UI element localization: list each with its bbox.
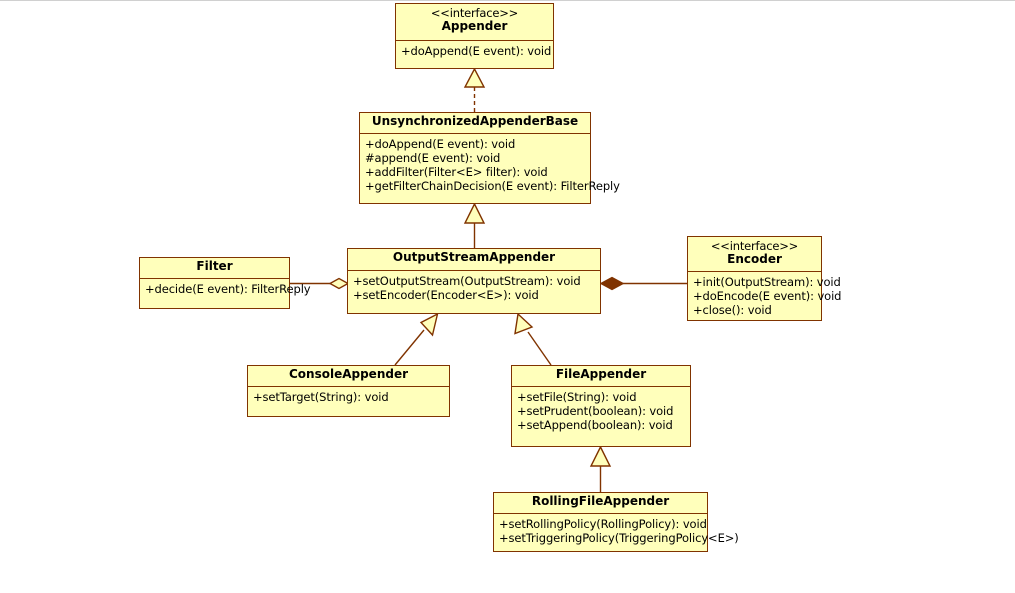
class-header-filter: Filter xyxy=(140,258,289,279)
class-header-appender: <<interface>> Appender xyxy=(396,4,553,41)
class-members-console-appender: +setTarget(String): void xyxy=(248,387,449,416)
class-member: +setEncoder(Encoder<E>): void xyxy=(353,288,539,302)
class-box-file-appender[interactable]: FileAppender +setFile(String): void +set… xyxy=(511,365,691,447)
top-rule-divider xyxy=(0,0,1015,1)
edge-composition-osa-to-encoder xyxy=(599,276,687,291)
class-members-rolling-file-appender: +setRollingPolicy(RollingPolicy): void +… xyxy=(494,514,739,551)
class-member: +setOutputStream(OutputStream): void xyxy=(353,274,581,288)
class-member: +setTarget(String): void xyxy=(253,390,389,404)
class-header-output-stream-appender: OutputStreamAppender xyxy=(348,249,600,271)
class-box-unsynchronized-appender-base[interactable]: UnsynchronizedAppenderBase +doAppend(E e… xyxy=(359,112,620,204)
class-member: +getFilterChainDecision(E event): Filter… xyxy=(365,179,620,193)
class-members-file-appender: +setFile(String): void +setPrudent(boole… xyxy=(512,387,690,446)
class-members-output-stream-appender: +setOutputStream(OutputStream): void +se… xyxy=(348,271,600,313)
class-box-output-stream-appender[interactable]: OutputStreamAppender +setOutputStream(Ou… xyxy=(347,248,601,314)
class-header-rolling-file-appender: RollingFileAppender xyxy=(494,493,707,514)
class-member: +doEncode(E event): void xyxy=(693,289,842,303)
class-header-file-appender: FileAppender xyxy=(512,366,690,387)
class-header-encoder: <<interface>> Encoder xyxy=(688,237,821,272)
class-member: +setAppend(boolean): void xyxy=(517,418,673,432)
class-box-appender[interactable]: <<interface>> Appender +doAppend(E event… xyxy=(395,3,554,69)
class-name: ConsoleAppender xyxy=(288,367,409,381)
class-box-encoder[interactable]: <<interface>> Encoder +init(OutputStream… xyxy=(687,236,842,321)
class-name: Filter xyxy=(196,259,233,273)
class-member: +close(): void xyxy=(693,303,772,317)
class-members-appender: +doAppend(E event): void xyxy=(396,41,553,68)
edge-generalization-rolling-to-file xyxy=(589,445,612,492)
class-header-unsynchronized-appender-base: UnsynchronizedAppenderBase xyxy=(360,113,590,134)
class-name: Encoder xyxy=(727,252,782,266)
class-header-console-appender: ConsoleAppender xyxy=(248,366,449,387)
class-member: +setFile(String): void xyxy=(517,390,637,404)
class-name: UnsynchronizedAppenderBase xyxy=(371,114,579,128)
class-member: +setRollingPolicy(RollingPolicy): void xyxy=(499,517,707,531)
class-members-filter: +decide(E event): FilterReply xyxy=(140,279,311,308)
class-stereotype: <<interface>> xyxy=(710,239,799,253)
class-member: +doAppend(E event): void xyxy=(365,137,516,151)
class-member: +addFilter(Filter<E> filter): void xyxy=(365,165,548,179)
class-member: +setPrudent(boolean): void xyxy=(517,404,674,418)
edge-generalization-file-to-osa xyxy=(514,312,552,366)
class-name: OutputStreamAppender xyxy=(392,250,556,264)
class-box-filter[interactable]: Filter +decide(E event): FilterReply xyxy=(139,257,311,309)
class-name: FileAppender xyxy=(555,367,647,381)
class-box-rolling-file-appender[interactable]: RollingFileAppender +setRollingPolicy(Ro… xyxy=(493,492,739,552)
class-members-unsynchronized-appender-base: +doAppend(E event): void #append(E event… xyxy=(360,134,620,203)
class-member: +decide(E event): FilterReply xyxy=(145,282,311,296)
class-members-encoder: +init(OutputStream): void +doEncode(E ev… xyxy=(688,272,842,320)
class-stereotype: <<interface>> xyxy=(430,6,519,20)
class-name: Appender xyxy=(441,19,508,33)
edge-realization-unsync-to-appender xyxy=(463,67,486,112)
edge-generalization-osa-to-unsync xyxy=(463,202,486,248)
class-name: RollingFileAppender xyxy=(531,494,670,508)
class-member: +setTriggeringPolicy(TriggeringPolicy<E>… xyxy=(499,531,739,545)
class-member: +init(OutputStream): void xyxy=(693,275,841,289)
class-box-console-appender[interactable]: ConsoleAppender +setTarget(String): void xyxy=(247,365,450,417)
edge-generalization-console-to-osa xyxy=(394,312,439,366)
class-member: #append(E event): void xyxy=(365,151,501,165)
class-member: +doAppend(E event): void xyxy=(401,44,552,58)
